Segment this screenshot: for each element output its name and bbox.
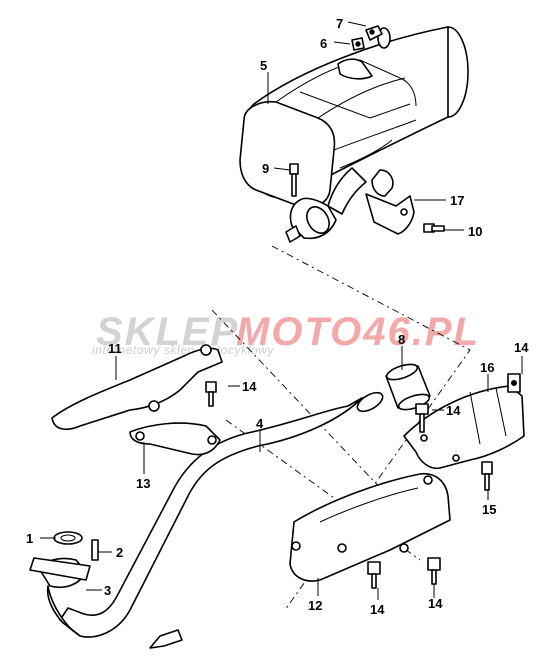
callout-7: 7 [336,16,343,31]
callout-9: 9 [262,161,269,176]
callout-14-bracket: 14 [242,379,257,394]
callout-13: 13 [136,476,150,491]
callout-8: 8 [398,332,405,347]
lower-heat-shield [289,472,451,589]
callout-6: 6 [320,36,327,51]
watermark-brand-right: MOTO46.PL [236,310,480,354]
callout-4: 4 [256,416,264,431]
callout-14-lower-middle: 14 [370,602,385,617]
callout-10: 10 [468,224,482,239]
callout-12: 12 [308,598,322,613]
callout-11: 11 [108,341,122,356]
watermark: SKLEP MOTO46.PL internetowy sklep motocy… [92,310,480,357]
exhaust-pipe [29,391,384,638]
upper-heat-shield [403,373,525,491]
callout-14-upper-right: 14 [514,340,529,355]
callout-14-shield: 14 [446,403,461,418]
callout-5: 5 [260,58,267,73]
callout-14-lower-right: 14 [428,596,443,611]
watermark-brand-left: SKLEP [96,310,239,354]
callout-16: 16 [480,360,494,375]
muffler-fasteners [289,25,445,233]
leader-lines [40,21,523,600]
brackets [51,344,223,456]
watermark-tagline: internetowy sklep motocyklowy [92,343,275,357]
muffler [239,26,469,243]
callout-3: 3 [104,583,111,598]
callout-1: 1 [26,531,33,546]
callout-15: 15 [482,502,496,517]
front-arrow-icon [149,629,183,649]
callout-labels: 7 6 5 9 17 10 11 8 14 16 14 14 4 13 15 1… [26,16,529,617]
connector-pipe [385,363,431,411]
callout-17: 17 [450,193,464,208]
callout-2: 2 [116,545,123,560]
